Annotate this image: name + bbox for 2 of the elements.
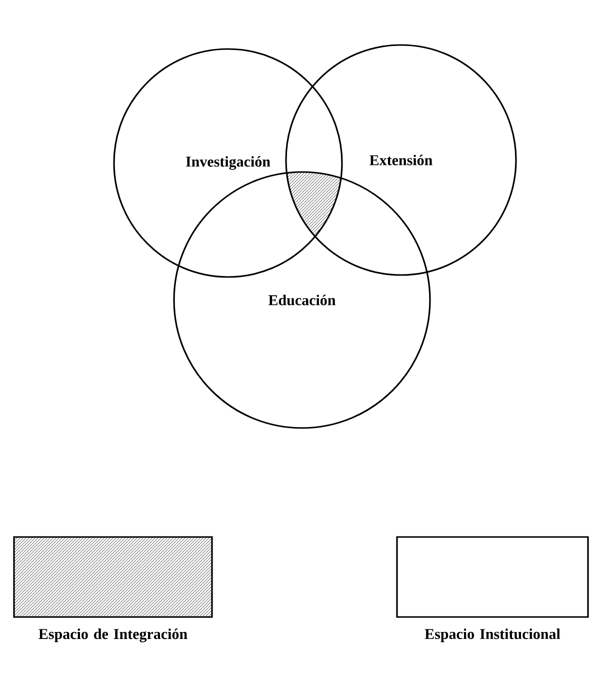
legend-label: Espacio Institucional [424, 628, 560, 642]
legend-label: Espacio de Integración [38, 628, 188, 642]
